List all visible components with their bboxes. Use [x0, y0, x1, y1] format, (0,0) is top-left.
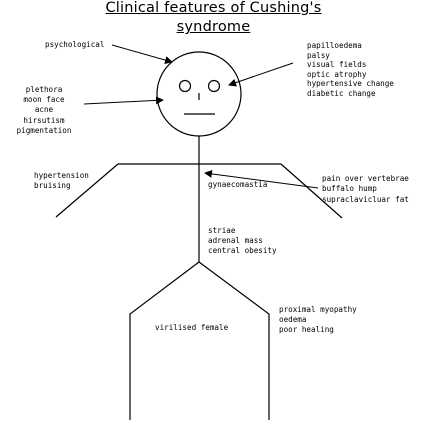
face-feature-item: plethora: [25, 85, 63, 94]
abdomen-feature-item: adrenal mass: [208, 236, 263, 246]
arrow-psychological: [111, 44, 173, 64]
arrow-neck: [204, 169, 319, 189]
figure-right-eye: [207, 79, 221, 93]
eye-feature-item: visual fields: [307, 60, 367, 70]
label-eye-features: papilloedema palsy visual fields optic a…: [307, 41, 394, 99]
label-chest: gynaecomastia: [208, 180, 268, 189]
eye-feature-item: optic atrophy: [307, 69, 367, 79]
face-feature-item: pigmentation: [16, 125, 72, 135]
label-virilised-female: virilised female: [155, 323, 229, 332]
arrow-face: [83, 96, 164, 105]
eye-feature-item: palsy: [307, 50, 330, 60]
eye-feature-item: hypertensive change: [307, 79, 394, 89]
eye-feature-item: papilloedema: [307, 41, 362, 50]
figure-left-eye: [178, 79, 192, 93]
figure-left-arm: [55, 163, 119, 218]
arm-feature-item: hypertension: [34, 171, 89, 180]
figure-right-leg: [198, 261, 270, 420]
leg-feature-item: oedema: [279, 315, 307, 325]
neck-feature-item: supraclavicluar fat: [322, 194, 409, 204]
label-face-features: plethora moon face acne hirsutism pigmen…: [6, 85, 82, 136]
figure-left-leg: [129, 261, 200, 420]
label-leg-features: proximal myopathy oedema poor healing: [279, 305, 357, 336]
label-neck-features: pain over vertebrae buffalo hump supracl…: [322, 174, 409, 205]
arm-feature-item: bruising: [34, 181, 71, 191]
eye-feature-item: diabetic change: [307, 88, 376, 98]
abdomen-feature-item: striae: [208, 226, 236, 235]
leg-feature-item: poor healing: [279, 325, 334, 335]
face-feature-item: acne: [34, 105, 54, 115]
figure-right-arm: [280, 163, 343, 219]
label-abdomen-features: striae adrenal mass central obesity: [208, 226, 277, 257]
face-feature-item: moon face: [23, 95, 65, 105]
arrow-eyes: [228, 62, 294, 87]
diagram-title-line2: syndrome: [176, 19, 251, 35]
neck-feature-item: pain over vertebrae: [322, 174, 409, 183]
label-psychological: psychological: [45, 40, 105, 49]
leg-feature-item: proximal myopathy: [279, 305, 357, 314]
neck-feature-item: buffalo hump: [322, 184, 377, 194]
diagram-title-line1: Clinical features of Cushing's: [105, 0, 322, 16]
face-feature-item: hirsutism: [23, 115, 65, 125]
label-arm-features: hypertension bruising: [34, 171, 89, 191]
abdomen-feature-item: central obesity: [208, 246, 277, 256]
